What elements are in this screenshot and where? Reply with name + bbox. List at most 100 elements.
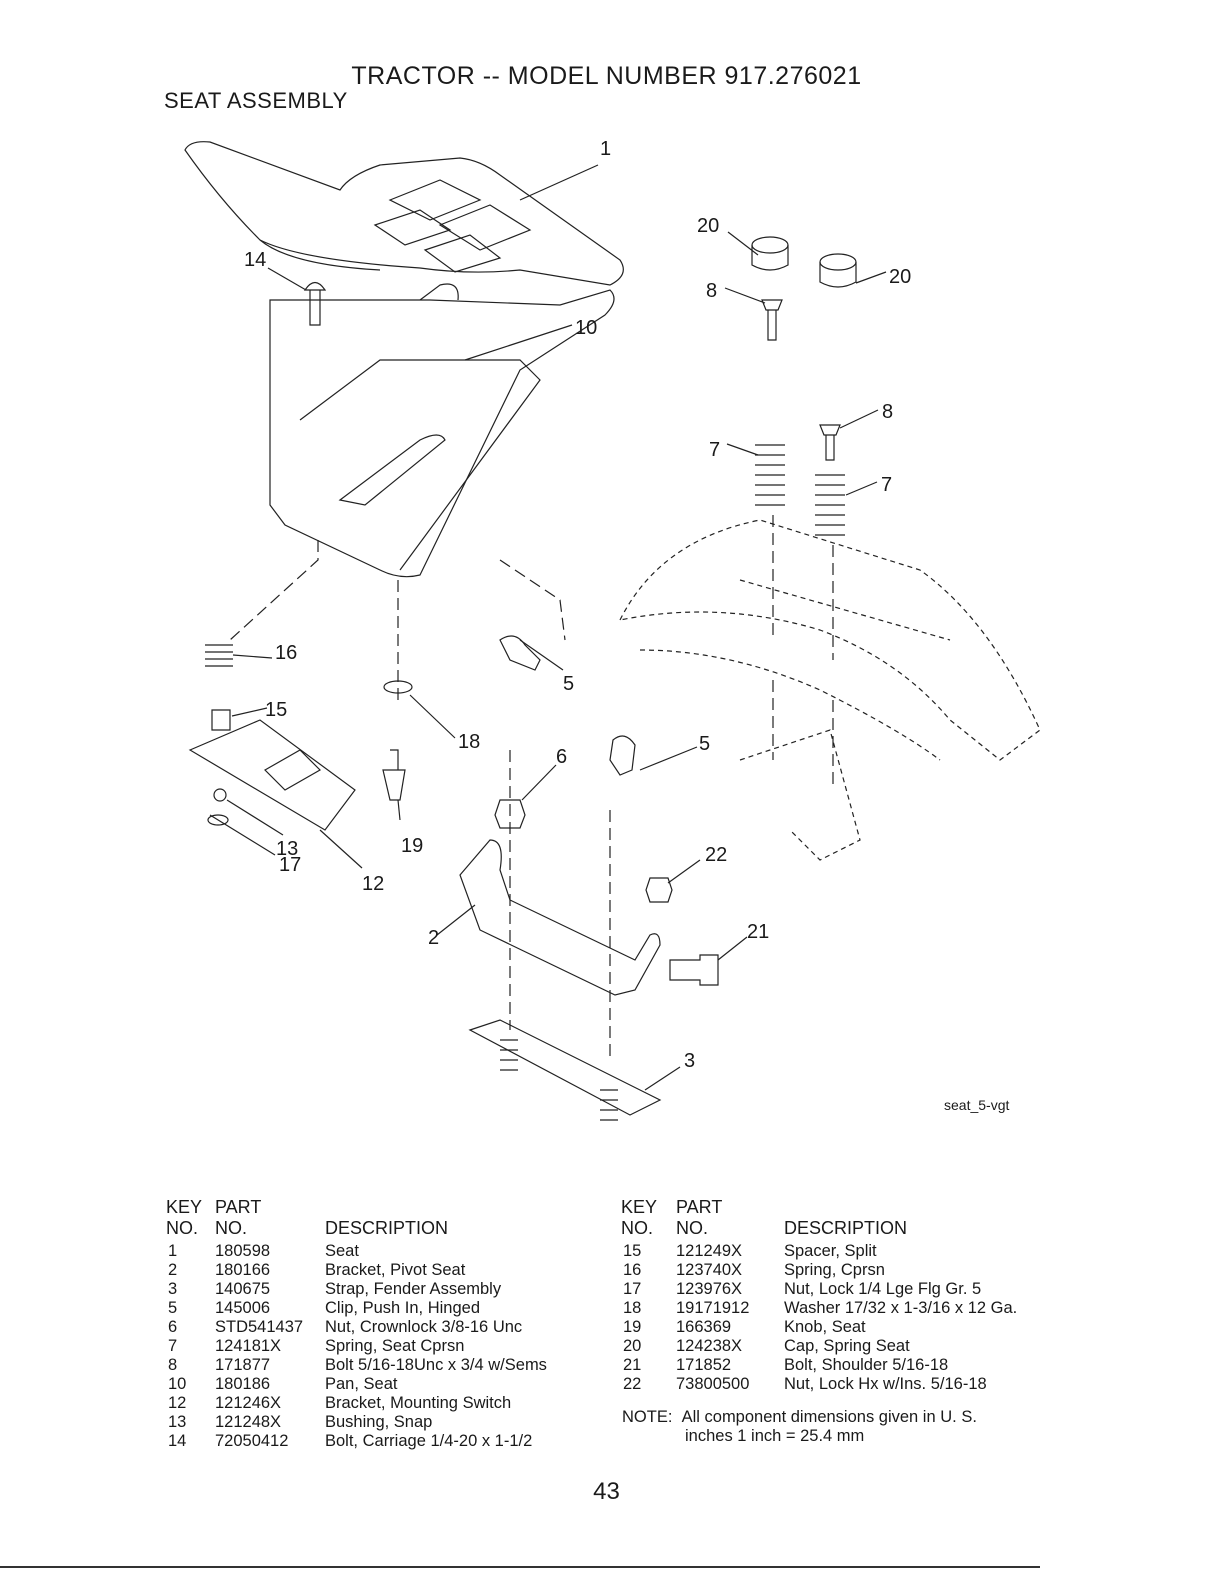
section-title: SEAT ASSEMBLY	[164, 88, 348, 113]
part-description: Bracket, Pivot Seat	[325, 1261, 466, 1279]
part-description: Pan, Seat	[325, 1375, 398, 1393]
callout-number: 7	[881, 474, 892, 496]
callout-number: 15	[265, 699, 287, 721]
parts-table-left: KEY NO. PART NO. DESCRIPTION 1 180598 Seat…	[166, 1197, 588, 1451]
key-number: 1	[168, 1242, 178, 1260]
switch-bracket-drawing	[188, 719, 356, 831]
callout-number: 19	[401, 835, 423, 857]
key-number: 14	[168, 1432, 187, 1450]
key-number: 19	[623, 1318, 642, 1336]
header-description: DESCRIPTION	[784, 1218, 908, 1238]
part-number: 140675	[215, 1280, 271, 1298]
part-number: 124181X	[215, 1337, 282, 1355]
part-description: Seat	[325, 1242, 359, 1260]
callout-number: 13	[276, 838, 298, 860]
fender-strap-drawing	[468, 1019, 662, 1116]
key-number: 12	[168, 1394, 187, 1412]
part-description: Bolt, Shoulder 5/16-18	[784, 1356, 949, 1374]
part-number: 121248X	[215, 1413, 282, 1431]
dimension-note: NOTE: All component dimensions given in …	[622, 1408, 977, 1446]
part-number: 171877	[215, 1356, 271, 1374]
key-number: 13	[168, 1413, 187, 1431]
part-description: Bracket, Mounting Switch	[325, 1394, 512, 1412]
part-description: Spring, Cprsn	[784, 1261, 885, 1279]
callout-number: 1	[600, 138, 611, 160]
bottom-rule	[0, 1566, 1040, 1568]
key-number: 17	[623, 1280, 642, 1298]
note-line-1: All component dimensions given in U. S.	[681, 1408, 977, 1426]
part-number: 145006	[215, 1299, 271, 1317]
callout-number: 14	[244, 249, 266, 271]
part-number: 171852	[676, 1356, 732, 1374]
header-part: PART	[215, 1197, 262, 1217]
header-part-no: NO.	[676, 1218, 709, 1238]
callout-number: 22	[705, 844, 727, 866]
part-number: 19171912	[676, 1299, 750, 1317]
key-number: 6	[168, 1318, 178, 1336]
key-number: 8	[168, 1356, 178, 1374]
parts-row: 17 123976X Nut, Lock 1/4 Lge Flg Gr. 5	[623, 1280, 1043, 1299]
callout-number: 20	[697, 215, 719, 237]
callout-number: 5	[699, 733, 710, 755]
header-key-no: NO.	[621, 1218, 654, 1238]
header-part: PART	[676, 1197, 723, 1217]
key-number: 2	[168, 1261, 178, 1279]
callout-number: 8	[882, 401, 893, 423]
callout-number: 18	[458, 731, 480, 753]
part-description: Nut, Crownlock 3/8-16 Unc	[325, 1318, 523, 1336]
part-description: Spring, Seat Cprsn	[325, 1337, 465, 1355]
header-key-no: NO.	[166, 1218, 199, 1238]
key-number: 21	[623, 1356, 642, 1374]
part-description: Nut, Lock 1/4 Lge Flg Gr. 5	[784, 1280, 982, 1298]
note-label: NOTE:	[622, 1408, 673, 1426]
callout-number: 21	[747, 921, 769, 943]
part-description: Clip, Push In, Hinged	[325, 1299, 481, 1317]
part-description: Spacer, Split	[784, 1242, 877, 1260]
key-number: 15	[623, 1242, 642, 1260]
key-number: 10	[168, 1375, 187, 1393]
key-number: 16	[623, 1261, 642, 1279]
callout-number: 16	[275, 642, 297, 664]
parts-row: 15 121249X Spacer, Split	[623, 1242, 1043, 1261]
parts-row: 10 180186 Pan, Seat	[168, 1375, 588, 1394]
callout-number: 12	[362, 873, 384, 895]
note-line-2: inches 1 inch = 25.4 mm	[685, 1427, 865, 1445]
parts-row: 21 171852 Bolt, Shoulder 5/16-18	[623, 1356, 1043, 1375]
part-number: 180186	[215, 1375, 271, 1393]
header-key: KEY	[166, 1197, 203, 1217]
key-number: 22	[623, 1375, 642, 1393]
part-description: Nut, Lock Hx w/Ins. 5/16-18	[784, 1375, 987, 1393]
key-number: 7	[168, 1337, 178, 1355]
seat-pan-drawing	[269, 289, 615, 578]
part-description: Knob, Seat	[784, 1318, 866, 1336]
callout-number: 7	[709, 439, 720, 461]
callout-number: 2	[428, 927, 439, 949]
diagram-caption: seat_5-vgt	[944, 1097, 1010, 1113]
page-number: 43	[593, 1478, 620, 1505]
parts-row: 19 166369 Knob, Seat	[623, 1318, 1043, 1337]
header-description: DESCRIPTION	[325, 1218, 449, 1238]
part-number: 121249X	[676, 1242, 743, 1260]
header-part-no: NO.	[215, 1218, 248, 1238]
parts-row: 16 123740X Spring, Cprsn	[623, 1261, 1043, 1280]
pivot-bracket-drawing	[459, 839, 661, 996]
part-number: 123740X	[676, 1261, 743, 1279]
part-number: 180598	[215, 1242, 271, 1260]
part-number: 123976X	[676, 1280, 743, 1298]
key-number: 18	[623, 1299, 642, 1317]
part-number: 166369	[676, 1318, 732, 1336]
part-number: 72050412	[215, 1432, 289, 1450]
parts-row: 1 180598 Seat	[168, 1242, 588, 1261]
callout-number: 17	[279, 854, 301, 876]
callout-number: 6	[556, 746, 567, 768]
callout-number: 5	[563, 673, 574, 695]
